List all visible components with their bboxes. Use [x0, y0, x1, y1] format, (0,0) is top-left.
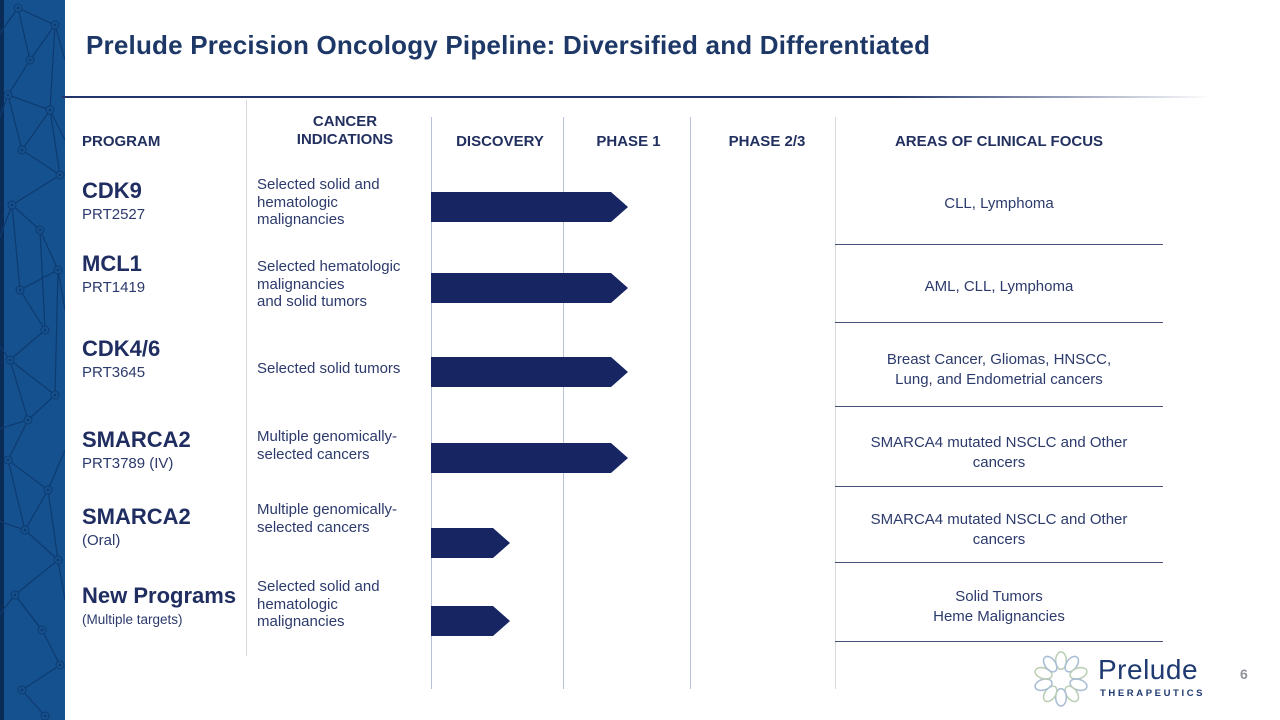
col-line-phase1: [563, 117, 564, 689]
program-cell-5: SMARCA2 (Oral): [82, 505, 254, 550]
indication-cell-6: Selected solid and hematologic malignanc…: [257, 578, 380, 630]
col-line-program: [246, 100, 247, 656]
program-name: CDK9: [82, 178, 142, 203]
clinical-focus-cell-4: SMARCA4 mutated NSCLC and Other cancers: [870, 434, 1128, 471]
page-number: 6: [1240, 666, 1248, 682]
focus-divider-1: [835, 244, 1163, 245]
program-name: CDK4/6: [82, 336, 161, 361]
header-clinical-focus: AREAS OF CLINICAL FOCUS: [894, 133, 1104, 150]
header-cancer-indications: CANCER INDICATIONS: [296, 113, 394, 148]
program-name: SMARCA2: [82, 504, 191, 529]
focus-divider-3: [835, 406, 1163, 407]
phase-progress-arrow-3: [431, 357, 628, 387]
indication-cell-1: Selected solid and hematologic malignanc…: [257, 176, 380, 228]
header-program: PROGRAM: [82, 133, 161, 150]
program-subname: PRT3645: [82, 364, 146, 381]
col-line-phase23: [690, 117, 691, 689]
focus-divider-5: [835, 562, 1163, 563]
program-subname: (Oral): [82, 532, 121, 549]
indication-cell-4: Multiple genomically- selected cancers: [257, 428, 398, 463]
program-name: New Programs: [82, 583, 237, 608]
clinical-focus-cell-6: Solid Tumors Heme Malignancies: [933, 588, 1065, 625]
phase-progress-arrow-2: [431, 273, 628, 303]
clinical-focus-cell-5: SMARCA4 mutated NSCLC and Other cancers: [870, 511, 1128, 548]
header-discovery: DISCOVERY: [456, 133, 544, 150]
header-phase23: PHASE 2/3: [728, 133, 806, 150]
phase-progress-arrow-1: [431, 192, 628, 222]
program-name: MCL1: [82, 251, 142, 276]
title-divider: [62, 96, 1212, 98]
sidebar-network-pattern: [0, 0, 65, 720]
slide-title: Prelude Precision Oncology Pipeline: Div…: [86, 30, 931, 60]
focus-divider-2: [835, 322, 1163, 323]
focus-divider-6: [835, 641, 1163, 642]
program-name: SMARCA2: [82, 427, 191, 452]
focus-divider-4: [835, 486, 1163, 487]
col-line-focus: [835, 117, 836, 689]
program-subname: PRT2527: [82, 206, 146, 223]
indication-cell-5: Multiple genomically- selected cancers: [257, 501, 398, 536]
indication-cell-2: Selected hematologic malignancies and so…: [257, 258, 401, 310]
header-phase1: PHASE 1: [596, 133, 661, 150]
clinical-focus-cell-2: AML, CLL, Lymphoma: [924, 278, 1074, 295]
program-subname: PRT3789 (IV): [82, 455, 174, 472]
indication-cell-3: Selected solid tumors: [257, 360, 401, 377]
program-subname: PRT1419: [82, 279, 146, 296]
clinical-focus-cell-3: Breast Cancer, Gliomas, HNSCC, Lung, and…: [886, 351, 1112, 388]
col-line-discovery: [431, 117, 432, 689]
prelude-logo: Prelude THERAPEUTICS: [1032, 648, 1232, 710]
logo-wordmark: Prelude: [1098, 654, 1199, 685]
starburst-logo-icon: [1034, 651, 1088, 707]
logo-subtitle: THERAPEUTICS: [1100, 688, 1206, 699]
clinical-focus-cell-1: CLL, Lymphoma: [944, 195, 1054, 212]
phase-progress-arrow-6: [431, 606, 510, 636]
program-cell-6: New Programs (Multiple targets): [82, 584, 254, 629]
phase-progress-arrow-5: [431, 528, 510, 558]
phase-progress-arrow-4: [431, 443, 628, 473]
program-subname: (Multiple targets): [82, 612, 183, 627]
